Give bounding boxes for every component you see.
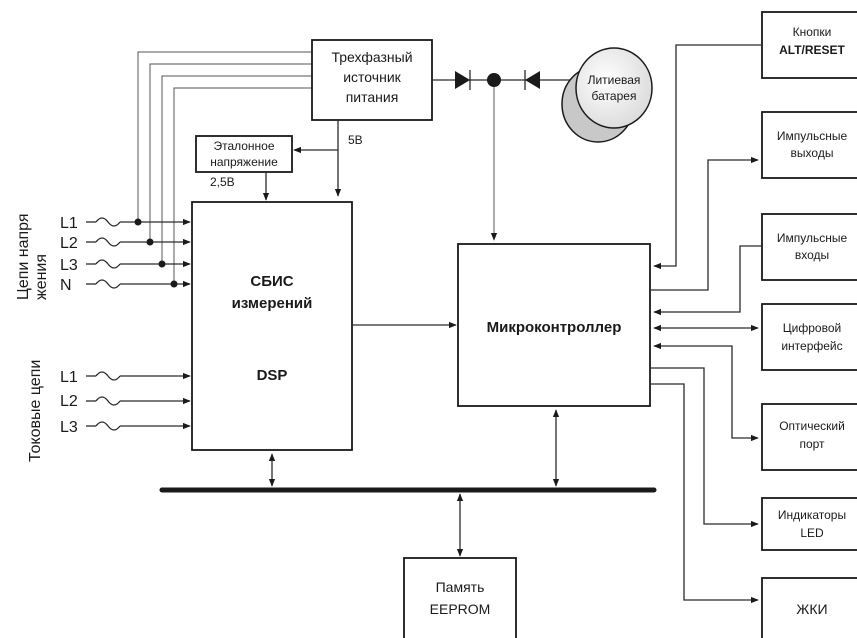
lithium-battery-icon: Литиевая батарея bbox=[561, 47, 653, 143]
reference-voltage-block: Эталонное напряжение bbox=[195, 135, 293, 173]
current-inputs: Токовые цепи L1 L2 L3 bbox=[27, 360, 191, 462]
voltage-feed-wires bbox=[137, 51, 312, 284]
lcd-label: ЖКИ bbox=[796, 601, 827, 617]
diode-right-icon bbox=[525, 71, 540, 89]
voltage-inputs: Цепи напря жения L1 L2 L3 N bbox=[15, 213, 191, 300]
diode-path bbox=[432, 70, 572, 241]
microcontroller-block: Микроконтроллер bbox=[457, 243, 651, 407]
optical-port-label-2: порт bbox=[799, 437, 825, 451]
peripheral-connections bbox=[650, 44, 762, 604]
optical-port-label-1: Оптический bbox=[779, 419, 845, 433]
reference-label-1: Эталонное bbox=[213, 139, 274, 153]
battery-label-2: батарея bbox=[592, 89, 637, 103]
battery-label-1: Литиевая bbox=[588, 73, 641, 87]
pulse-outputs-label-2: выходы bbox=[791, 146, 834, 160]
power-supply-block: Трехфазный источник питания bbox=[311, 39, 433, 121]
eeprom-block: Память EEPROM bbox=[403, 557, 517, 638]
reference-label-2: напряжение bbox=[210, 155, 278, 169]
led-indicators-label-1: Индикаторы bbox=[778, 508, 846, 522]
buttons-block: Кнопки ALT/RESET bbox=[761, 11, 857, 79]
junction-node bbox=[487, 73, 501, 87]
digital-interface-block: Цифровой интерфейс bbox=[761, 303, 857, 371]
led-indicators-label-2: LED bbox=[800, 526, 824, 540]
diode-left-icon bbox=[455, 71, 470, 89]
power-supply-label-2: источник bbox=[343, 69, 401, 85]
led-indicators-block: Индикаторы LED bbox=[761, 497, 857, 551]
label-2-5v: 2,5В bbox=[210, 175, 235, 189]
pulse-outputs-label-1: Импульсные bbox=[777, 129, 848, 143]
current-line-l3: L3 bbox=[60, 419, 78, 436]
voltage-line-l1: L1 bbox=[60, 215, 78, 232]
voltage-line-l3: L3 bbox=[60, 257, 78, 274]
label-5v: 5В bbox=[348, 133, 363, 147]
eeprom-label-2: EEPROM bbox=[430, 601, 491, 617]
current-group-title: Токовые цепи bbox=[27, 360, 44, 462]
lcd-block: ЖКИ bbox=[761, 577, 857, 638]
current-line-l2: L2 bbox=[60, 393, 78, 410]
pulse-inputs-label-1: Импульсные bbox=[777, 231, 848, 245]
buttons-label-1: Кнопки bbox=[793, 25, 832, 39]
pulse-inputs-block: Импульсные входы bbox=[761, 213, 857, 281]
power-supply-label-1: Трехфазный bbox=[331, 49, 412, 65]
voltage-group-title-2: жения bbox=[33, 254, 50, 300]
voltage-group-title-1: Цепи напря bbox=[15, 213, 32, 300]
voltage-line-l2: L2 bbox=[60, 235, 78, 252]
eeprom-label-1: Память bbox=[436, 579, 485, 595]
pulse-inputs-label-2: входы bbox=[795, 248, 829, 262]
current-line-l1: L1 bbox=[60, 369, 78, 386]
dsp-label-3: DSP bbox=[257, 367, 288, 384]
buttons-label-2: ALT/RESET bbox=[779, 43, 845, 57]
dsp-label-1: СБИС bbox=[250, 273, 293, 290]
power-supply-label-3: питания bbox=[346, 89, 399, 105]
dsp-label-2: измерений bbox=[232, 295, 313, 312]
digital-interface-label-1: Цифровой bbox=[783, 321, 841, 335]
digital-interface-label-2: интерфейс bbox=[781, 339, 842, 353]
microcontroller-label: Микроконтроллер bbox=[487, 319, 622, 336]
pulse-outputs-block: Импульсные выходы bbox=[761, 111, 857, 179]
optical-port-block: Оптический порт bbox=[761, 403, 857, 471]
dsp-block: СБИС измерений DSP bbox=[191, 201, 353, 451]
voltage-line-n: N bbox=[60, 277, 72, 294]
